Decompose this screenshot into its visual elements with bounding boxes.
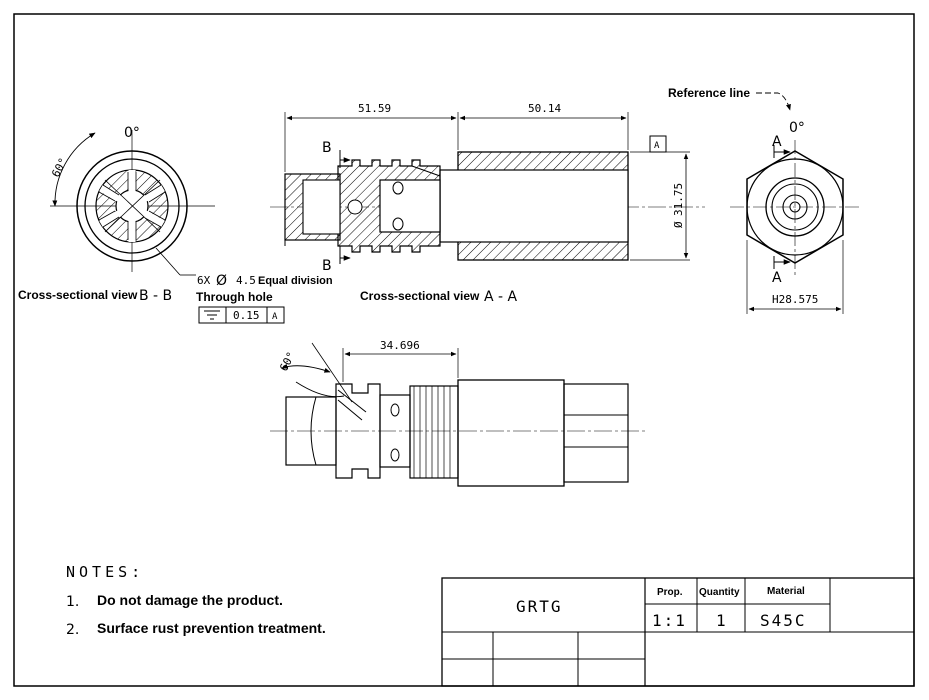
reference-line-label: Reference line bbox=[668, 86, 750, 100]
a-datum-box: A bbox=[654, 141, 660, 151]
flatness-symbol-icon bbox=[204, 310, 220, 320]
a-cut-label-top: B bbox=[322, 140, 332, 156]
side-view: 34.696 60° bbox=[270, 339, 645, 487]
b-hole-division: Equal division bbox=[258, 275, 333, 287]
b-datum: A bbox=[272, 312, 278, 322]
section-b-view: 0° 60° 6X Ø 4.5 Equal division Through h… bbox=[18, 125, 333, 324]
a-dim-dia: 31.75 bbox=[672, 183, 685, 216]
material-label: Material bbox=[767, 586, 805, 597]
diameter-symbol: Ø bbox=[216, 273, 227, 289]
b-angle-top: 0° bbox=[124, 125, 140, 141]
flatness-frame bbox=[198, 306, 285, 324]
b-caption: Cross-sectional view bbox=[18, 288, 138, 302]
a-dim-dia-symbol: Ø bbox=[672, 221, 685, 228]
end-cut-label-bottom: A bbox=[772, 270, 782, 286]
note-1-text: Do not damage the product. bbox=[97, 592, 283, 608]
section-a-view: 51.59 50.14 Ø 31.75 A B B Cross-sectiona… bbox=[270, 102, 705, 305]
end-cut-label-top: A bbox=[772, 134, 782, 150]
end-angle: 0° bbox=[789, 120, 805, 136]
note-2-text: Surface rust prevention treatment. bbox=[97, 620, 326, 636]
a-dim-right: 50.14 bbox=[528, 102, 561, 115]
a-caption: Cross-sectional view bbox=[360, 289, 480, 303]
prop-label: Prop. bbox=[657, 587, 683, 598]
side-dim-top: 34.696 bbox=[380, 339, 420, 352]
prop-value: 1:1 bbox=[652, 611, 687, 630]
a-caption-letters: A - A bbox=[484, 289, 518, 305]
part-name: GRTG bbox=[516, 597, 563, 616]
end-hex-dim: H28.575 bbox=[772, 293, 818, 306]
a-cut-label-bottom: B bbox=[322, 258, 332, 274]
quantity-value: 1 bbox=[716, 611, 728, 630]
b-hole-dia: 4.5 bbox=[236, 274, 256, 287]
note-2-number: 2. bbox=[66, 622, 79, 638]
b-tolerance: 0.15 bbox=[233, 309, 260, 322]
material-value: S45C bbox=[760, 611, 807, 630]
end-view: A A 0° Reference line H28.575 bbox=[668, 86, 860, 314]
title-block: GRTG Prop. Quantity Material 1:1 1 S45C bbox=[441, 577, 915, 687]
b-angle-side: 60° bbox=[49, 156, 70, 180]
side-angle: 60° bbox=[277, 350, 298, 374]
b-hole-note: 6X bbox=[197, 274, 211, 287]
note-1-number: 1. bbox=[66, 594, 79, 610]
notes-title: NOTES: bbox=[66, 563, 144, 581]
notes-section: NOTES: 1. Do not damage the product. 2. … bbox=[66, 563, 326, 638]
a-datum-frame bbox=[649, 135, 667, 153]
b-through-hole: Through hole bbox=[196, 290, 273, 304]
quantity-label: Quantity bbox=[699, 587, 740, 598]
a-dim-left: 51.59 bbox=[358, 102, 391, 115]
b-caption-letters: B - B bbox=[139, 288, 172, 304]
